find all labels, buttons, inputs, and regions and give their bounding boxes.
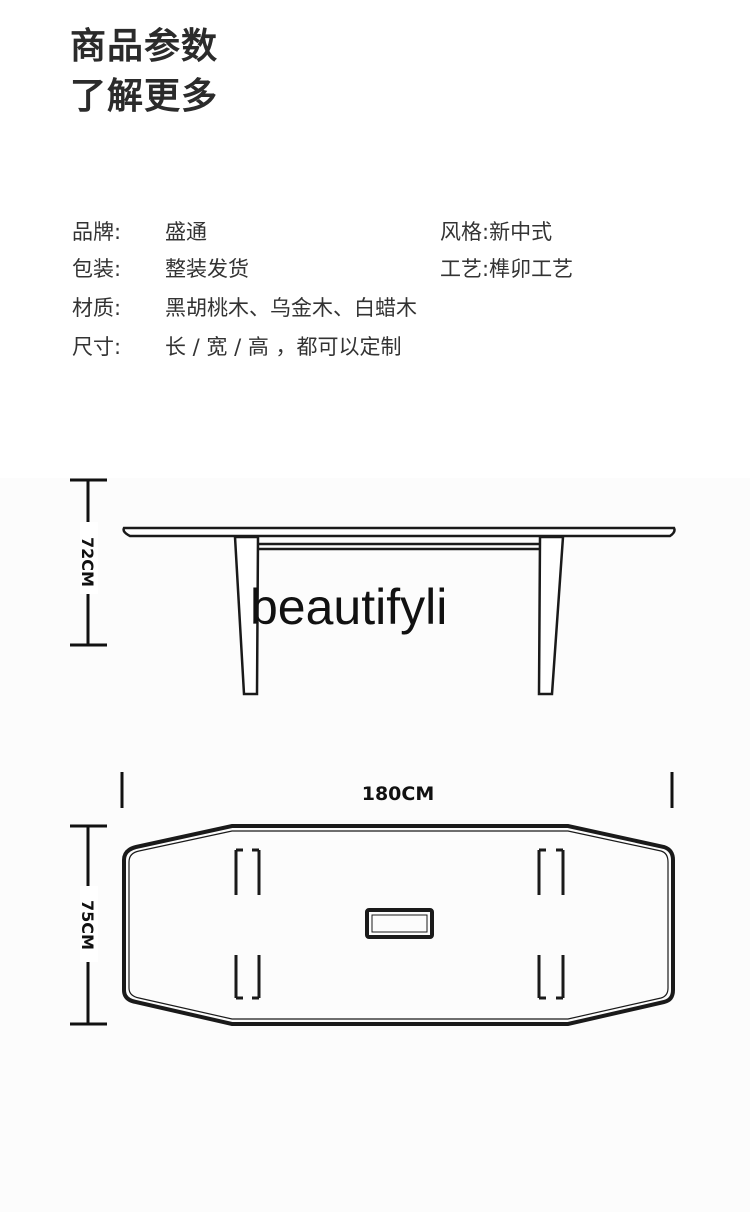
width-label-gap (80, 886, 98, 962)
packing-label: 包装: (72, 257, 122, 281)
height-label-gap (80, 522, 98, 594)
width-label: 75CM (78, 900, 97, 950)
brand-label: 品牌: (72, 220, 122, 244)
leg-marker-bottom-left (234, 955, 261, 1000)
leg-marker-top-left (234, 848, 261, 895)
length-dimension-line (120, 772, 674, 808)
watermark-text: beautifyli (250, 579, 448, 635)
height-label: 72CM (78, 537, 97, 587)
material-value: 黑胡桃木、乌金木、白蜡木 (165, 296, 417, 320)
heading-line-1: 商品参数 (70, 26, 219, 67)
material-label: 材质: (72, 296, 122, 320)
leg-marker-top-right (537, 848, 565, 895)
packing-value: 整装发货 (165, 257, 249, 281)
length-label: 180CM (362, 783, 435, 805)
table-side-view (122, 526, 676, 696)
page-heading: 商品参数 了解更多 (70, 22, 218, 122)
brand-value: 盛通 (165, 220, 207, 244)
size-value: 长 / 宽 / 高 ，都可以定制 (165, 335, 402, 359)
size-label: 尺寸: (72, 335, 122, 359)
craft-spec: 工艺:榫卯工艺 (440, 257, 574, 281)
center-support-block (365, 908, 434, 939)
table-top-view (122, 824, 675, 1026)
leg-marker-bottom-right (537, 955, 565, 1000)
diagram-background (0, 478, 750, 1212)
style-spec: 风格:新中式 (440, 220, 553, 244)
heading-line-2: 了解更多 (70, 76, 219, 117)
